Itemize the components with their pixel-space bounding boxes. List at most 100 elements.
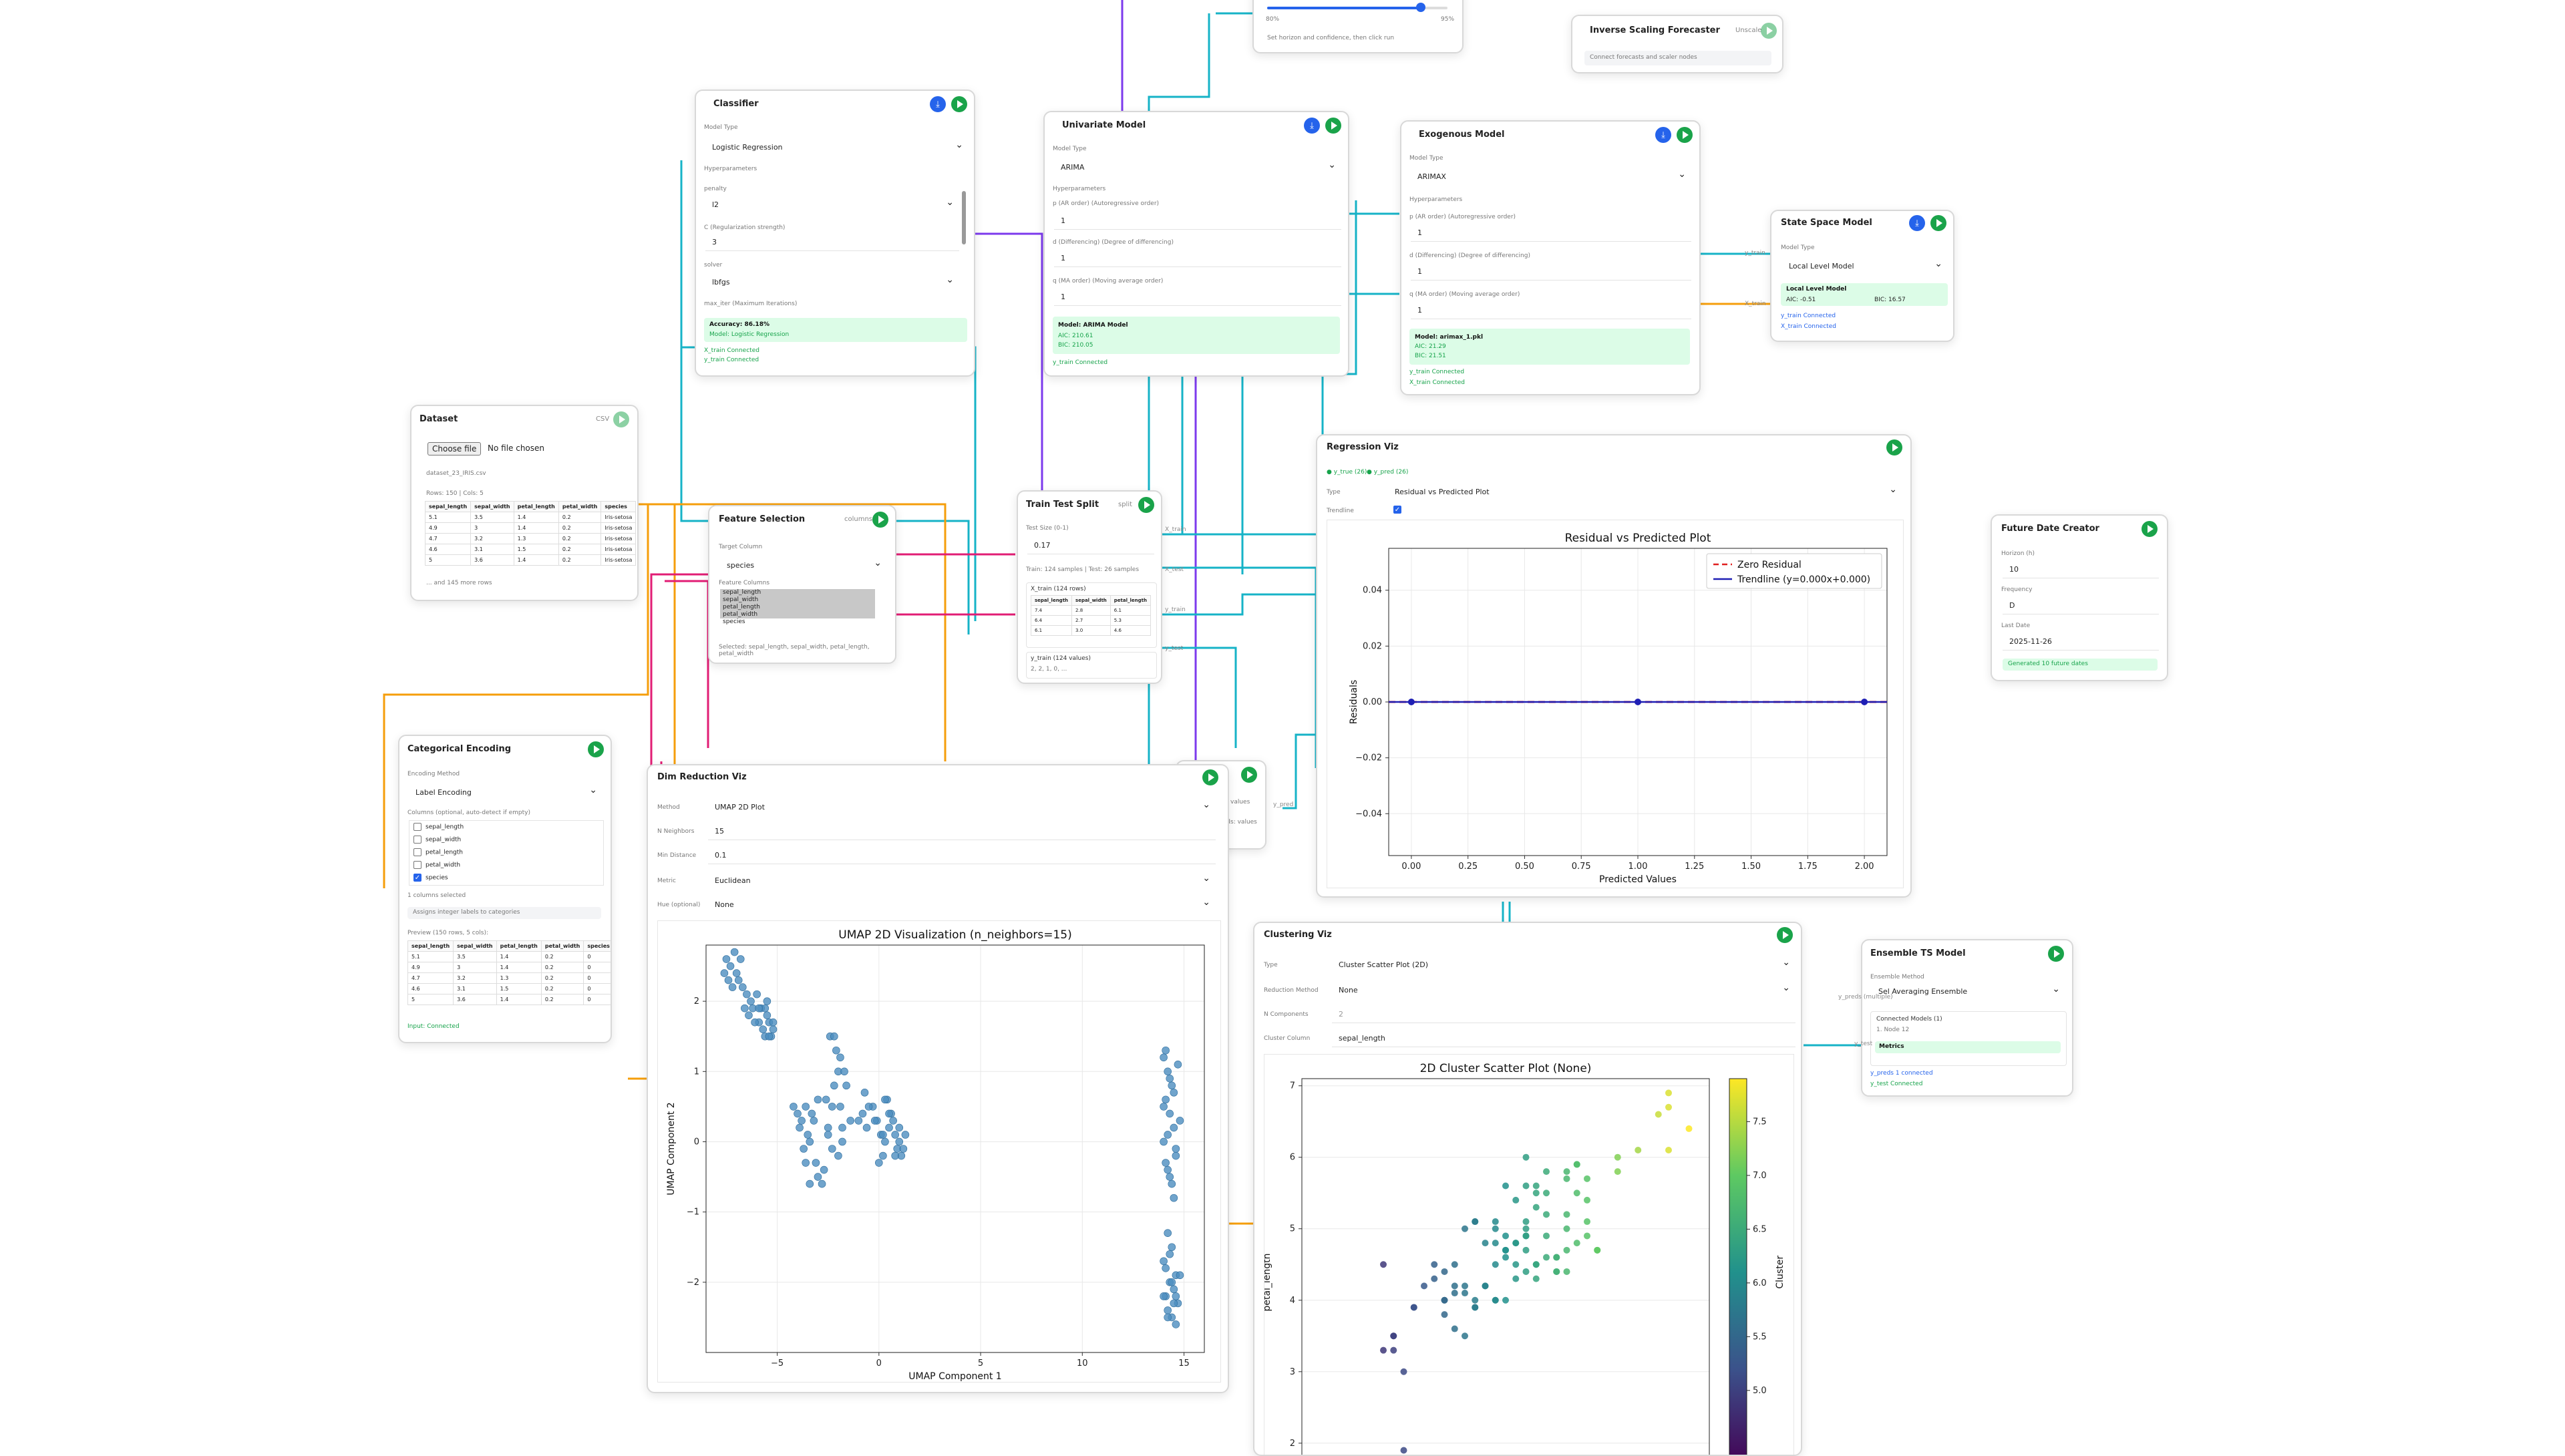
categorical-encoding-node[interactable]: Categorical Encoding Encoding Method Lab… [398, 735, 612, 1043]
feature-option[interactable]: petal_length [720, 604, 875, 611]
inverse-scaling-node[interactable]: Inverse Scaling Forecaster Unscale Conne… [1571, 15, 1783, 73]
type-select[interactable]: Cluster Scatter Plot (2D) [1332, 954, 1796, 974]
run-button[interactable] [1202, 769, 1218, 785]
ensemble-ts-node[interactable]: Ensemble TS Model Ensemble Method Sel Av… [1861, 939, 2073, 1097]
download-icon[interactable]: ⤓ [930, 96, 946, 112]
regression-viz-node[interactable]: Regression Viz ● y_true (26) ● y_pred (2… [1316, 434, 1912, 898]
trendline-checkbox[interactable]: ✓ [1393, 505, 1405, 514]
method-select[interactable]: Sel Averaging Ensemble [1872, 980, 2065, 1000]
run-button[interactable] [1930, 215, 1946, 231]
download-icon[interactable]: ⤓ [1655, 127, 1671, 143]
c-input[interactable]: 3 [705, 234, 959, 251]
q-input[interactable]: 1 [1054, 289, 1341, 306]
d-input[interactable]: 1 [1054, 250, 1341, 267]
model-type-select[interactable]: ARIMAX [1411, 166, 1691, 186]
dim-reduction-viz-node[interactable]: Dim Reduction Viz Method UMAP 2D Plot N … [647, 764, 1229, 1393]
min-distance-input[interactable]: 0.1 [708, 847, 1216, 864]
forecast-slider-node[interactable]: 80% 95% Set horizon and confidence, then… [1252, 0, 1464, 53]
checkbox[interactable]: ✓ [413, 874, 421, 882]
run-button[interactable] [951, 96, 967, 112]
reduction-select[interactable]: None [1332, 979, 1796, 999]
q-label: q (MA order) (Moving average order) [1409, 291, 1520, 298]
exogenous-model-node[interactable]: Exogenous Model ⤓ Model Type ARIMAX Hype… [1400, 120, 1701, 395]
cluster-input[interactable]: sepal_length [1332, 1030, 1796, 1047]
penalty-select[interactable]: l2 [705, 194, 959, 214]
column-option[interactable]: ✓species [409, 872, 603, 884]
frequency-input[interactable]: D [2003, 597, 2159, 614]
model-type-select[interactable]: ARIMA [1054, 156, 1341, 176]
run-button[interactable] [2048, 946, 2064, 962]
data-point [1172, 1320, 1180, 1328]
classifier-node[interactable]: Classifier ⤓ Model Type Logistic Regress… [695, 89, 975, 377]
download-icon[interactable]: ⤓ [1909, 215, 1925, 231]
column-option[interactable]: sepal_width [409, 834, 603, 846]
hue-select[interactable]: None [708, 894, 1216, 914]
solver-select[interactable]: lbfgs [705, 271, 959, 291]
method-select[interactable]: UMAP 2D Plot [708, 796, 1216, 816]
run-button[interactable] [588, 741, 604, 757]
port-label: y_train [1165, 606, 1186, 613]
neighbors-input[interactable]: 15 [708, 823, 1216, 840]
run-button[interactable] [1677, 127, 1693, 143]
checkbox[interactable] [413, 823, 421, 831]
train-test-split-node[interactable]: Train Test Split split Test Size (0-1) 0… [1017, 490, 1162, 684]
target-select[interactable]: species [720, 554, 887, 574]
run-button[interactable] [613, 411, 629, 427]
run-button[interactable] [1777, 927, 1793, 943]
univariate-model-node[interactable]: Univariate Model ⤓ Model Type ARIMA Hype… [1043, 111, 1349, 377]
model-type-select[interactable]: Logistic Regression [705, 136, 969, 156]
download-icon[interactable]: ⤓ [1304, 118, 1320, 134]
checkbox[interactable] [413, 836, 421, 844]
slider-track[interactable] [1267, 3, 1447, 12]
check-icon[interactable]: ✓ [1393, 506, 1401, 514]
feature-option[interactable]: petal_width [720, 611, 875, 618]
column-option[interactable]: petal_width [409, 859, 603, 872]
run-button[interactable] [1241, 767, 1257, 783]
slider-thumb[interactable] [1415, 3, 1425, 12]
p-input[interactable]: 1 [1054, 212, 1341, 230]
ncomp-input[interactable]: 2 [1332, 1006, 1796, 1023]
data-point [814, 1173, 822, 1181]
last-date-input[interactable]: 2025-11-26 [2003, 633, 2159, 651]
state-space-model-node[interactable]: State Space Model ⤓ Model Type Local Lev… [1770, 210, 1954, 342]
feature-option[interactable]: sepal_width [720, 596, 875, 604]
test-size-input[interactable]: 0.17 [1027, 537, 1154, 554]
feature-option[interactable]: sepal_length [720, 589, 875, 596]
checkbox[interactable] [413, 861, 421, 869]
x-tick-label: 1.25 [1685, 862, 1704, 872]
p-input[interactable]: 1 [1411, 224, 1691, 242]
model-type-select[interactable]: Local Level Model [1782, 255, 1948, 275]
scrollbar[interactable] [962, 191, 966, 244]
feature-option[interactable]: species [723, 618, 745, 625]
type-select[interactable]: Residual vs Predicted Plot [1388, 481, 1902, 501]
run-button[interactable] [1325, 118, 1341, 134]
run-button[interactable] [2142, 521, 2158, 537]
checkbox[interactable] [413, 848, 421, 856]
run-button[interactable] [1886, 439, 1902, 456]
run-button[interactable] [1138, 497, 1154, 513]
run-button[interactable] [1761, 23, 1777, 39]
column-option[interactable]: sepal_length [409, 821, 603, 834]
cluster-label: Cluster Column [1264, 1035, 1311, 1042]
run-button[interactable] [872, 512, 888, 528]
column-option[interactable]: petal_length [409, 846, 603, 859]
choose-file-button[interactable]: Choose file [428, 442, 482, 456]
horizon-input[interactable]: 10 [2003, 561, 2159, 578]
metric-select[interactable]: Euclidean [708, 870, 1216, 890]
data-point [1665, 1089, 1672, 1097]
data-point [1164, 1229, 1172, 1238]
future-date-creator-node[interactable]: Future Date Creator Horizon (h) 10 Frequ… [1991, 514, 2168, 681]
table-cell: 5.1 [424, 512, 472, 523]
method-select[interactable]: Label Encoding [409, 781, 603, 801]
dataset-node[interactable]: Dataset CSV Choose file No file chosen d… [410, 405, 639, 601]
clustering-viz-node[interactable]: Clustering Viz Type Cluster Scatter Plot… [1253, 922, 1802, 1456]
d-input[interactable]: 1 [1411, 263, 1691, 281]
q-input[interactable]: 1 [1411, 302, 1691, 319]
feature-selection-node[interactable]: Feature Selection columns Target Column … [708, 505, 896, 664]
